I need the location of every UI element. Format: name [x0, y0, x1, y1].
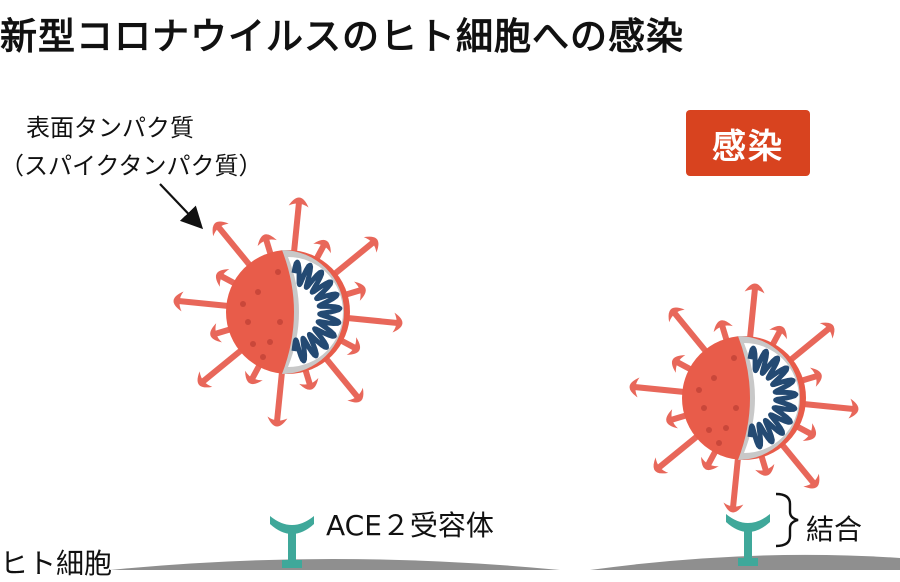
spike-protein — [777, 439, 820, 489]
spike-protein-label: 表面タンパク質 — [26, 114, 194, 142]
page-title: 新型コロナウイルスのヒト細胞への感染 — [0, 15, 684, 58]
spike-protein — [629, 377, 689, 398]
pointer-arrow — [159, 183, 204, 230]
spike-protein — [321, 353, 364, 403]
spike-protein — [329, 236, 379, 279]
ace2-receptor-right — [726, 514, 770, 566]
virus-left — [173, 197, 403, 427]
cell-surface-left — [110, 559, 560, 570]
spike-protein — [212, 221, 255, 271]
binding-brace — [775, 492, 799, 548]
rna-strand — [747, 345, 799, 450]
spike-protein — [343, 312, 403, 333]
spike-protein — [723, 453, 744, 513]
spike-protein — [197, 345, 247, 388]
ace2-receptor-left — [270, 516, 314, 568]
spike-protein — [785, 322, 835, 365]
spike-protein — [653, 431, 703, 474]
spike-protein — [668, 307, 711, 357]
spike-protein — [799, 398, 859, 419]
human-cell-label: ヒト細胞 — [0, 547, 113, 580]
spike-protein — [267, 367, 288, 427]
infection-badge: 感染 — [686, 110, 810, 176]
spike-protein — [744, 283, 765, 343]
spike-protein — [288, 197, 309, 257]
virus-right — [629, 283, 859, 513]
rna-strand — [291, 259, 343, 364]
ace2-receptor-label: ACE２受容体 — [326, 509, 494, 542]
spike-protein-sublabel: （スパイクタンパク質） — [0, 152, 263, 180]
spike-protein — [173, 291, 233, 312]
binding-label: 結合 — [806, 513, 863, 546]
